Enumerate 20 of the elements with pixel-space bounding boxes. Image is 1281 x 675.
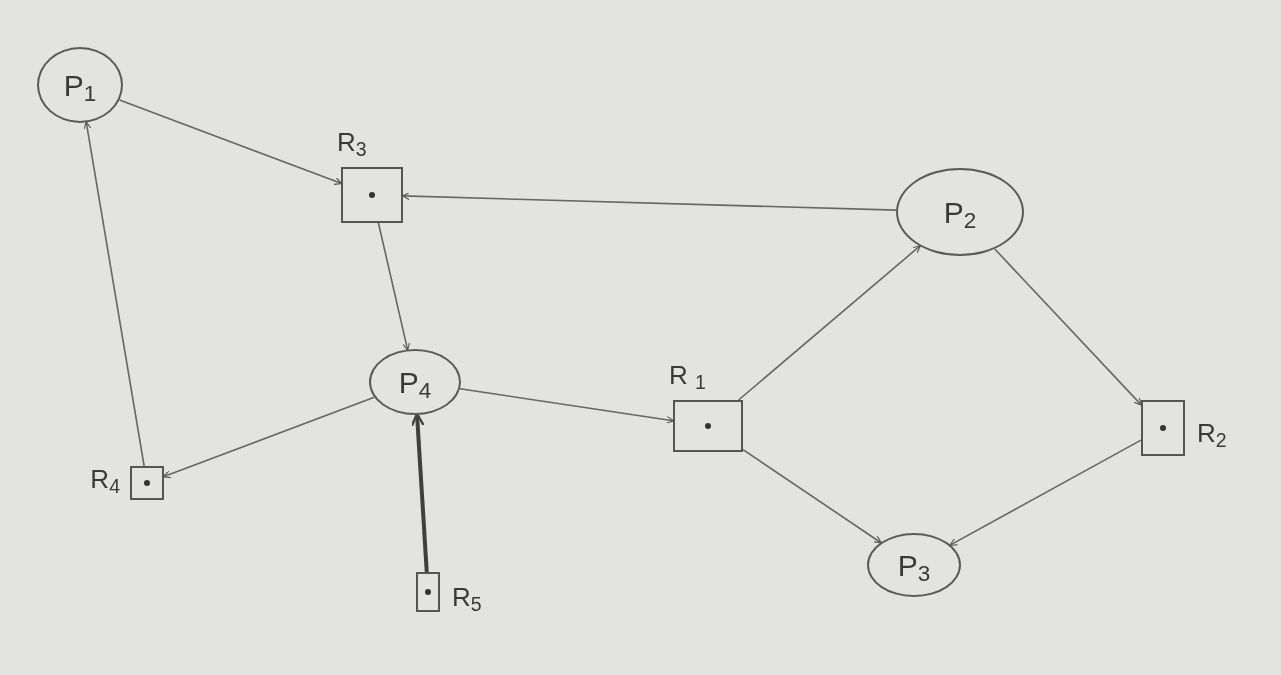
resource-label: R$_{3}$: [337, 129, 367, 155]
arrow: [401, 192, 897, 211]
resource-label: R$_{5}$: [452, 584, 482, 610]
resource-label: R $_{1}$: [669, 362, 706, 388]
arrow: [162, 396, 376, 479]
arrow: [459, 387, 675, 424]
arrow: [737, 245, 921, 401]
process-circle: P$_{1}$: [37, 47, 123, 123]
resource-label: R$_{4}$: [90, 466, 120, 492]
arrow: [377, 222, 411, 351]
resource-label: R$_{2}$: [1197, 420, 1227, 446]
arrow: [993, 248, 1143, 406]
arrow: [742, 448, 882, 544]
arrow: [118, 99, 343, 185]
process-circle: P$_{2}$: [896, 168, 1024, 256]
arrow: [949, 439, 1142, 546]
process-circle: P$_{4}$: [369, 349, 461, 415]
process-circle: P$_{3}$: [867, 533, 961, 597]
arrow: [83, 121, 145, 467]
arrow: [410, 412, 429, 573]
